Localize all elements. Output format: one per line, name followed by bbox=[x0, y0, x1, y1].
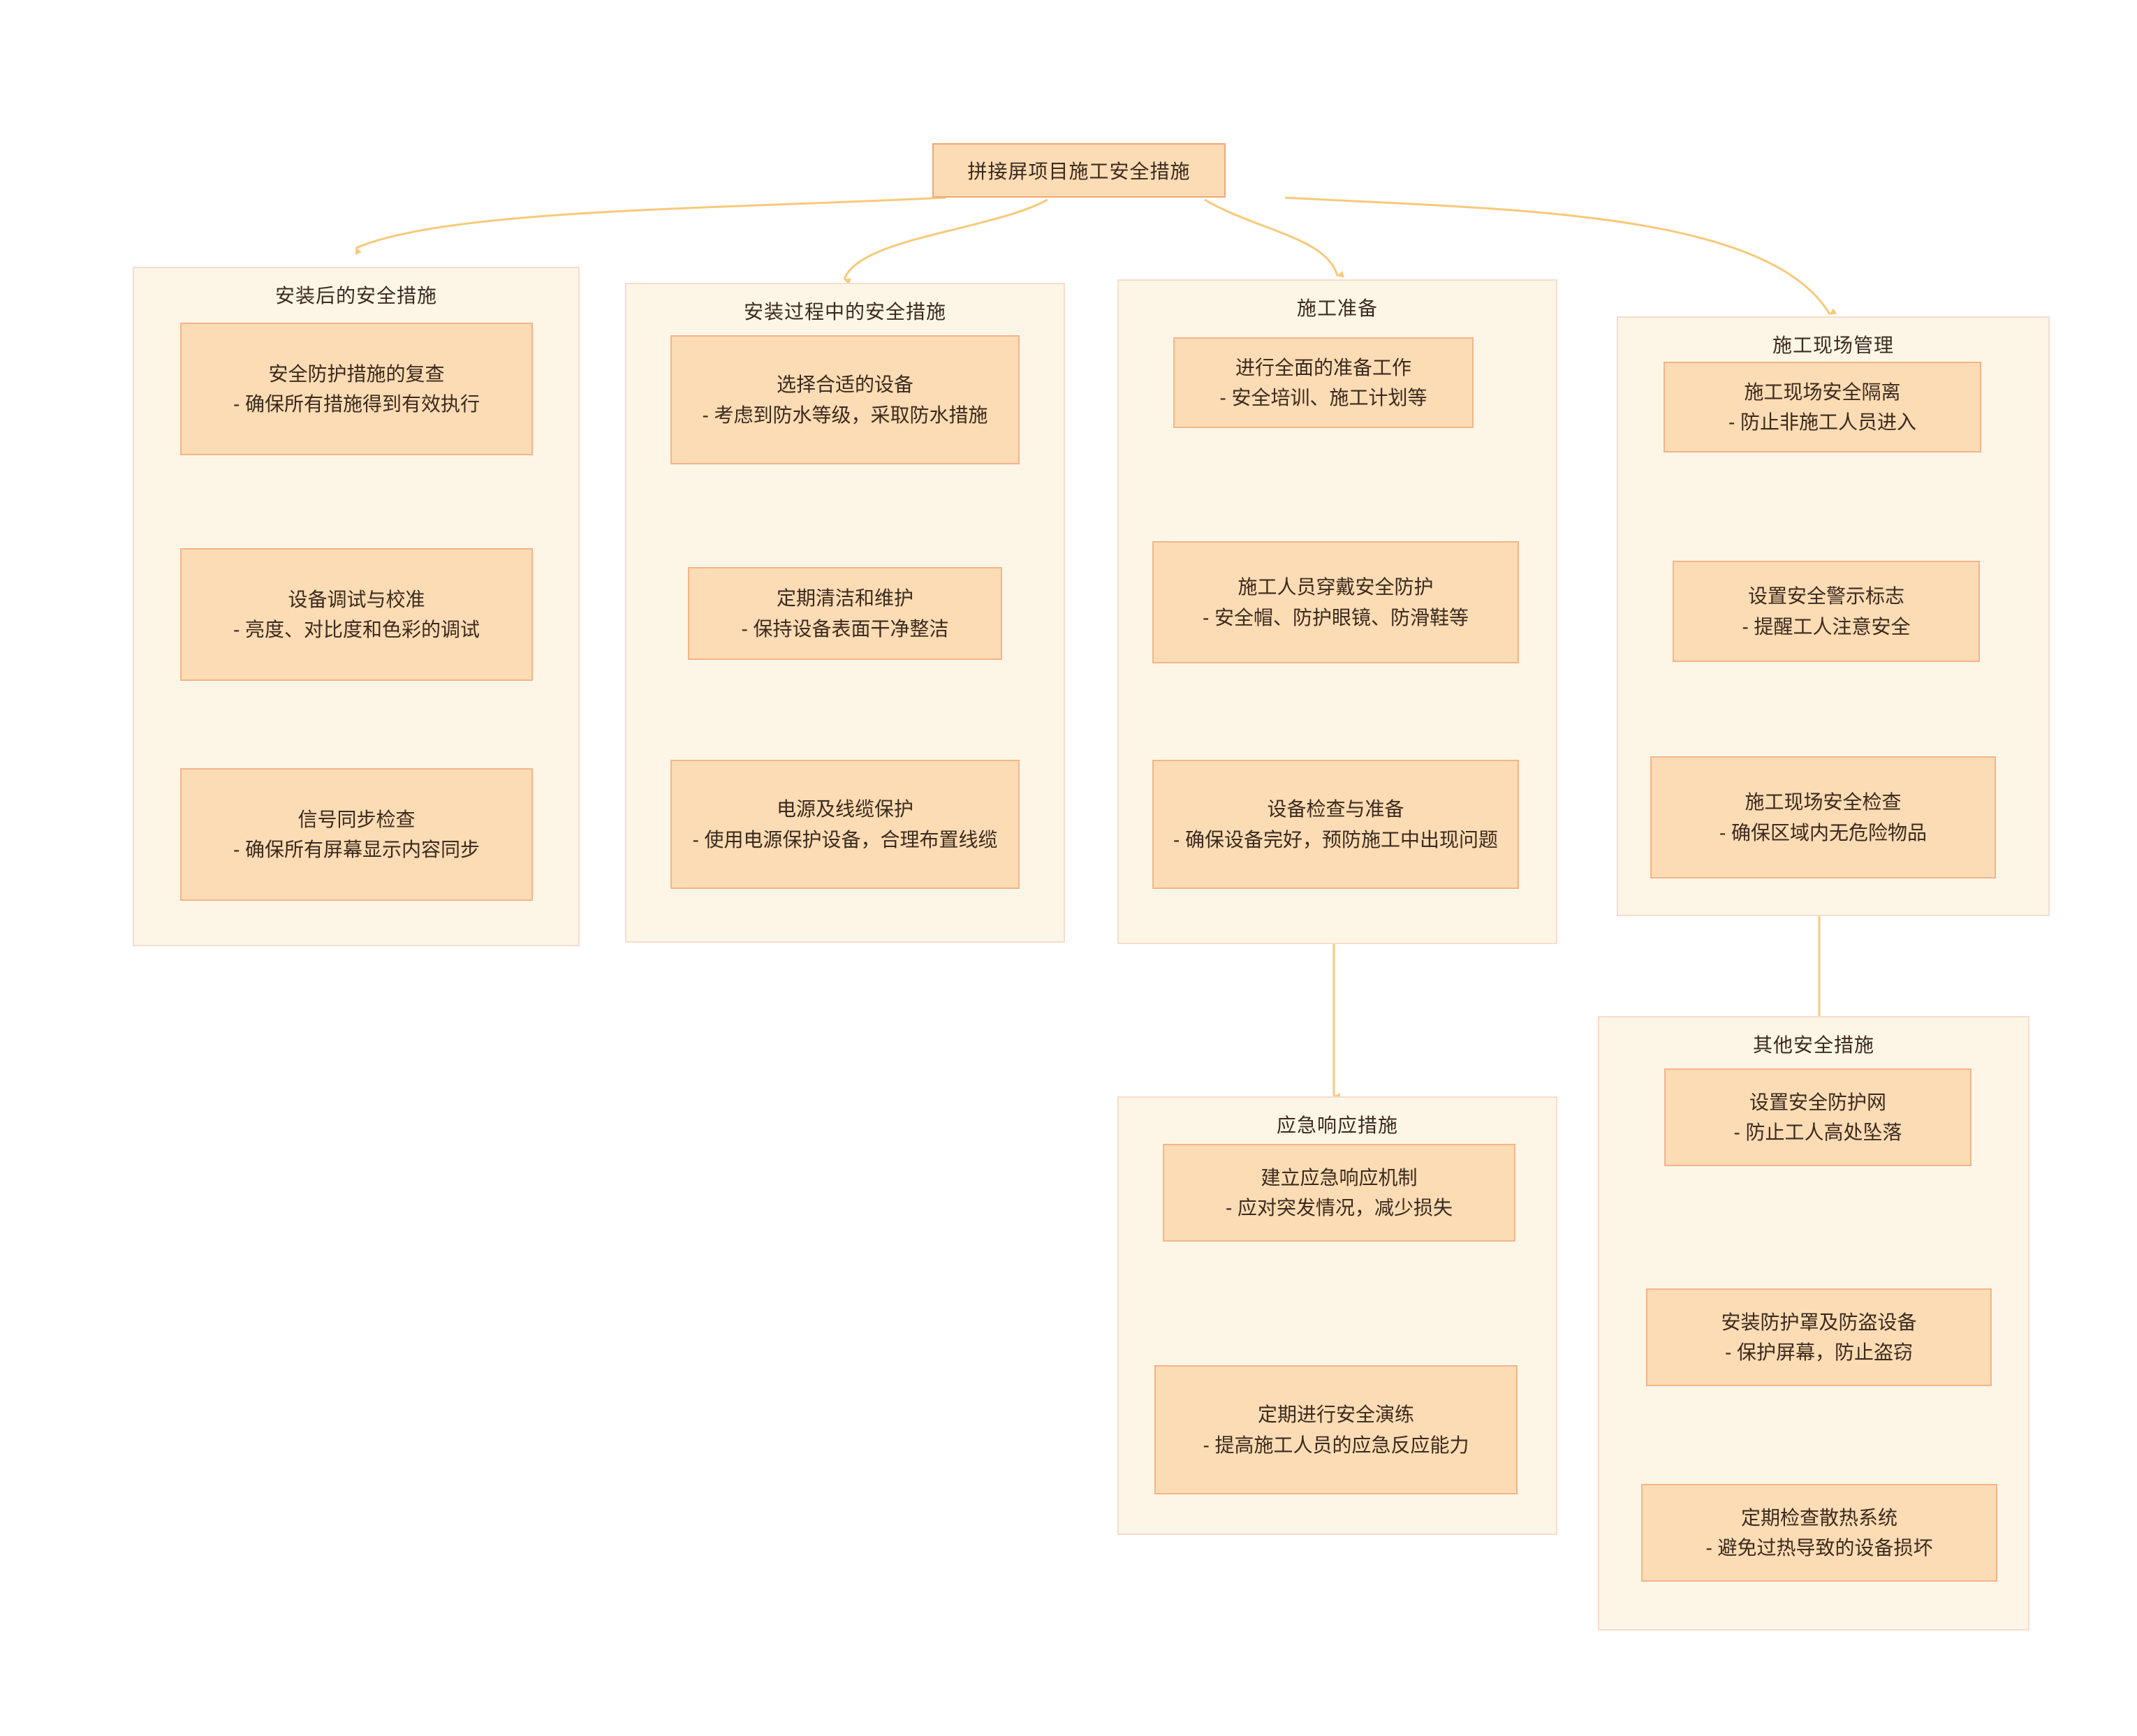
group-title-construction-prep: 施工准备 bbox=[1296, 297, 1378, 319]
group-title-during-install: 安装过程中的安全措施 bbox=[743, 301, 946, 323]
node-detail: - 提高施工人员的应急反应能力 bbox=[1203, 1434, 1469, 1456]
node-title: 定期检查散热系统 bbox=[1740, 1506, 1897, 1529]
node-title: 施工现场安全隔离 bbox=[1744, 381, 1901, 403]
node-detail: - 确保所有措施得到有效执行 bbox=[233, 393, 480, 415]
node-other-measures-2[interactable]: 安装防护罩及防盗设备 - 保护屏幕，防止盗窃 bbox=[1646, 1288, 1992, 1386]
node-detail: - 保持设备表面干净整洁 bbox=[741, 617, 949, 640]
group-title-other-measures: 其他安全措施 bbox=[1752, 1034, 1874, 1056]
node-emergency-response-1[interactable]: 建立应急响应机制 - 应对突发情况，减少损失 bbox=[1163, 1144, 1515, 1242]
node-during-install-2[interactable]: 定期清洁和维护 - 保持设备表面干净整洁 bbox=[688, 567, 1002, 660]
node-title: 选择合适的设备 bbox=[776, 374, 913, 396]
node-site-management-2[interactable]: 设置安全警示标志 - 提醒工人注意安全 bbox=[1673, 561, 1980, 662]
node-detail: - 防止工人高处坠落 bbox=[1733, 1121, 1902, 1143]
node-title: 施工人员穿戴安全防护 bbox=[1238, 576, 1434, 598]
edge-root-to-construction-prep bbox=[1204, 198, 1344, 278]
node-site-management-3[interactable]: 施工现场安全检查 - 确保区域内无危险物品 bbox=[1650, 756, 1996, 878]
node-detail: - 提醒工人注意安全 bbox=[1742, 615, 1911, 638]
group-title-site-management: 施工现场管理 bbox=[1772, 334, 1894, 356]
root-node-label: 拼接屏项目施工安全措施 bbox=[967, 161, 1191, 182]
node-post-install-1[interactable]: 安全防护措施的复查 - 确保所有措施得到有效执行 bbox=[180, 323, 533, 455]
node-during-install-1[interactable]: 选择合适的设备 - 考虑到防水等级，采取防水措施 bbox=[670, 335, 1020, 464]
node-detail: - 亮度、对比度和色彩的调试 bbox=[233, 619, 480, 640]
node-detail: - 使用电源保护设备，合理布置线缆 bbox=[692, 828, 998, 851]
node-title: 电源及线缆保护 bbox=[776, 798, 913, 821]
node-detail: - 应对突发情况，减少损失 bbox=[1225, 1197, 1453, 1219]
node-post-install-2[interactable]: 设备调试与校准 - 亮度、对比度和色彩的调试 bbox=[180, 548, 533, 681]
node-title: 设置安全警示标志 bbox=[1747, 585, 1904, 608]
node-emergency-response-2[interactable]: 定期进行安全演练 - 提高施工人员的应急反应能力 bbox=[1154, 1365, 1518, 1494]
node-title: 建立应急响应机制 bbox=[1261, 1166, 1418, 1189]
group-title-emergency-response: 应急响应措施 bbox=[1276, 1115, 1398, 1136]
node-title: 定期进行安全演练 bbox=[1257, 1404, 1414, 1426]
node-during-install-3[interactable]: 电源及线缆保护 - 使用电源保护设备，合理布置线缆 bbox=[670, 760, 1020, 889]
node-detail: - 保护屏幕，防止盗窃 bbox=[1724, 1341, 1914, 1363]
node-detail: - 安全培训、施工计划等 bbox=[1219, 387, 1427, 409]
node-other-measures-1[interactable]: 设置安全防护网 - 防止工人高处坠落 bbox=[1664, 1068, 1971, 1166]
group-title-post-install: 安装后的安全措施 bbox=[274, 285, 437, 307]
node-post-install-3[interactable]: 信号同步检查 - 确保所有屏幕显示内容同步 bbox=[180, 768, 533, 901]
node-title: 信号同步检查 bbox=[298, 808, 416, 830]
edge-root-to-during-install bbox=[843, 198, 1048, 285]
node-detail: - 避免过热导致的设备损坏 bbox=[1705, 1537, 1933, 1559]
node-construction-prep-2[interactable]: 施工人员穿戴安全防护 - 安全帽、防护眼镜、防滑鞋等 bbox=[1152, 541, 1519, 663]
node-title: 安全防护措施的复查 bbox=[268, 362, 445, 385]
node-detail: - 确保所有屏幕显示内容同步 bbox=[233, 839, 480, 860]
node-title: 设备调试与校准 bbox=[288, 588, 425, 610]
edge-root-to-post-install bbox=[355, 196, 947, 256]
root-node[interactable]: 拼接屏项目施工安全措施 bbox=[932, 143, 1226, 198]
node-site-management-1[interactable]: 施工现场安全隔离 - 防止非施工人员进入 bbox=[1664, 362, 1981, 453]
node-other-measures-3[interactable]: 定期检查散热系统 - 避免过热导致的设备损坏 bbox=[1641, 1484, 1997, 1582]
node-title: 设备检查与准备 bbox=[1267, 798, 1404, 821]
node-title: 定期清洁和维护 bbox=[776, 587, 913, 610]
node-title: 安装防护罩及防盗设备 bbox=[1721, 1311, 1917, 1333]
node-construction-prep-3[interactable]: 设备检查与准备 - 确保设备完好，预防施工中出现问题 bbox=[1152, 760, 1519, 889]
node-title: 设置安全防护网 bbox=[1749, 1091, 1886, 1113]
node-detail: - 防止非施工人员进入 bbox=[1728, 411, 1917, 433]
node-title: 进行全面的准备工作 bbox=[1235, 356, 1411, 378]
node-detail: - 考虑到防水等级，采取防水措施 bbox=[702, 404, 988, 426]
node-title: 施工现场安全检查 bbox=[1745, 791, 1902, 814]
node-detail: - 确保区域内无危险物品 bbox=[1719, 821, 1927, 844]
node-detail: - 安全帽、防护眼镜、防滑鞋等 bbox=[1202, 606, 1469, 628]
node-construction-prep-1[interactable]: 进行全面的准备工作 - 安全培训、施工计划等 bbox=[1173, 337, 1474, 428]
node-detail: - 确保设备完好，预防施工中出现问题 bbox=[1173, 828, 1499, 851]
